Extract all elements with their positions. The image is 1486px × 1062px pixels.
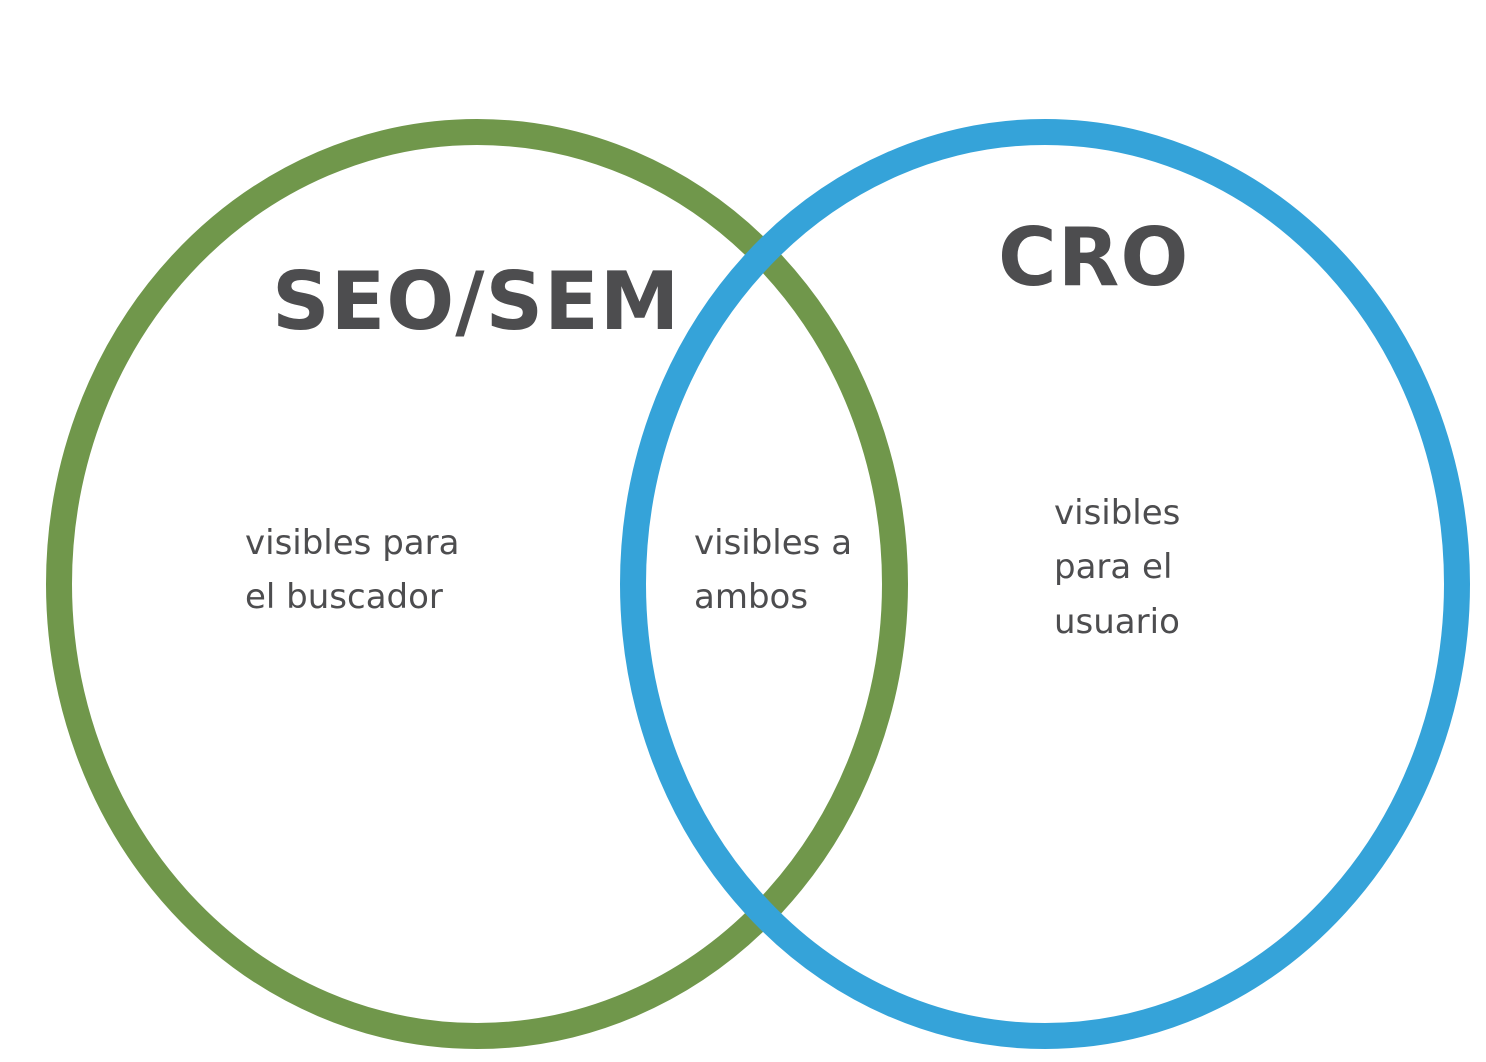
seo-sem-description-line: visibles para [245,523,460,563]
intersection-description: visibles a ambos [694,516,852,625]
seo-sem-title: SEO/SEM [272,255,681,348]
intersection-description-line: ambos [694,577,809,618]
seo-sem-circle [46,119,908,1049]
cro-description-line: visibles [1054,493,1181,533]
cro-description-line: usuario [1054,601,1180,642]
cro-title: CRO [998,211,1190,304]
cro-description: visibles para el usuario [1054,486,1180,649]
cro-description-line: para el [1054,547,1173,588]
seo-sem-description-line: el buscador [245,577,443,618]
intersection-description-line: visibles a [694,523,853,563]
cro-circle [620,119,1470,1049]
seo-sem-description: visibles para el buscador [245,516,459,625]
